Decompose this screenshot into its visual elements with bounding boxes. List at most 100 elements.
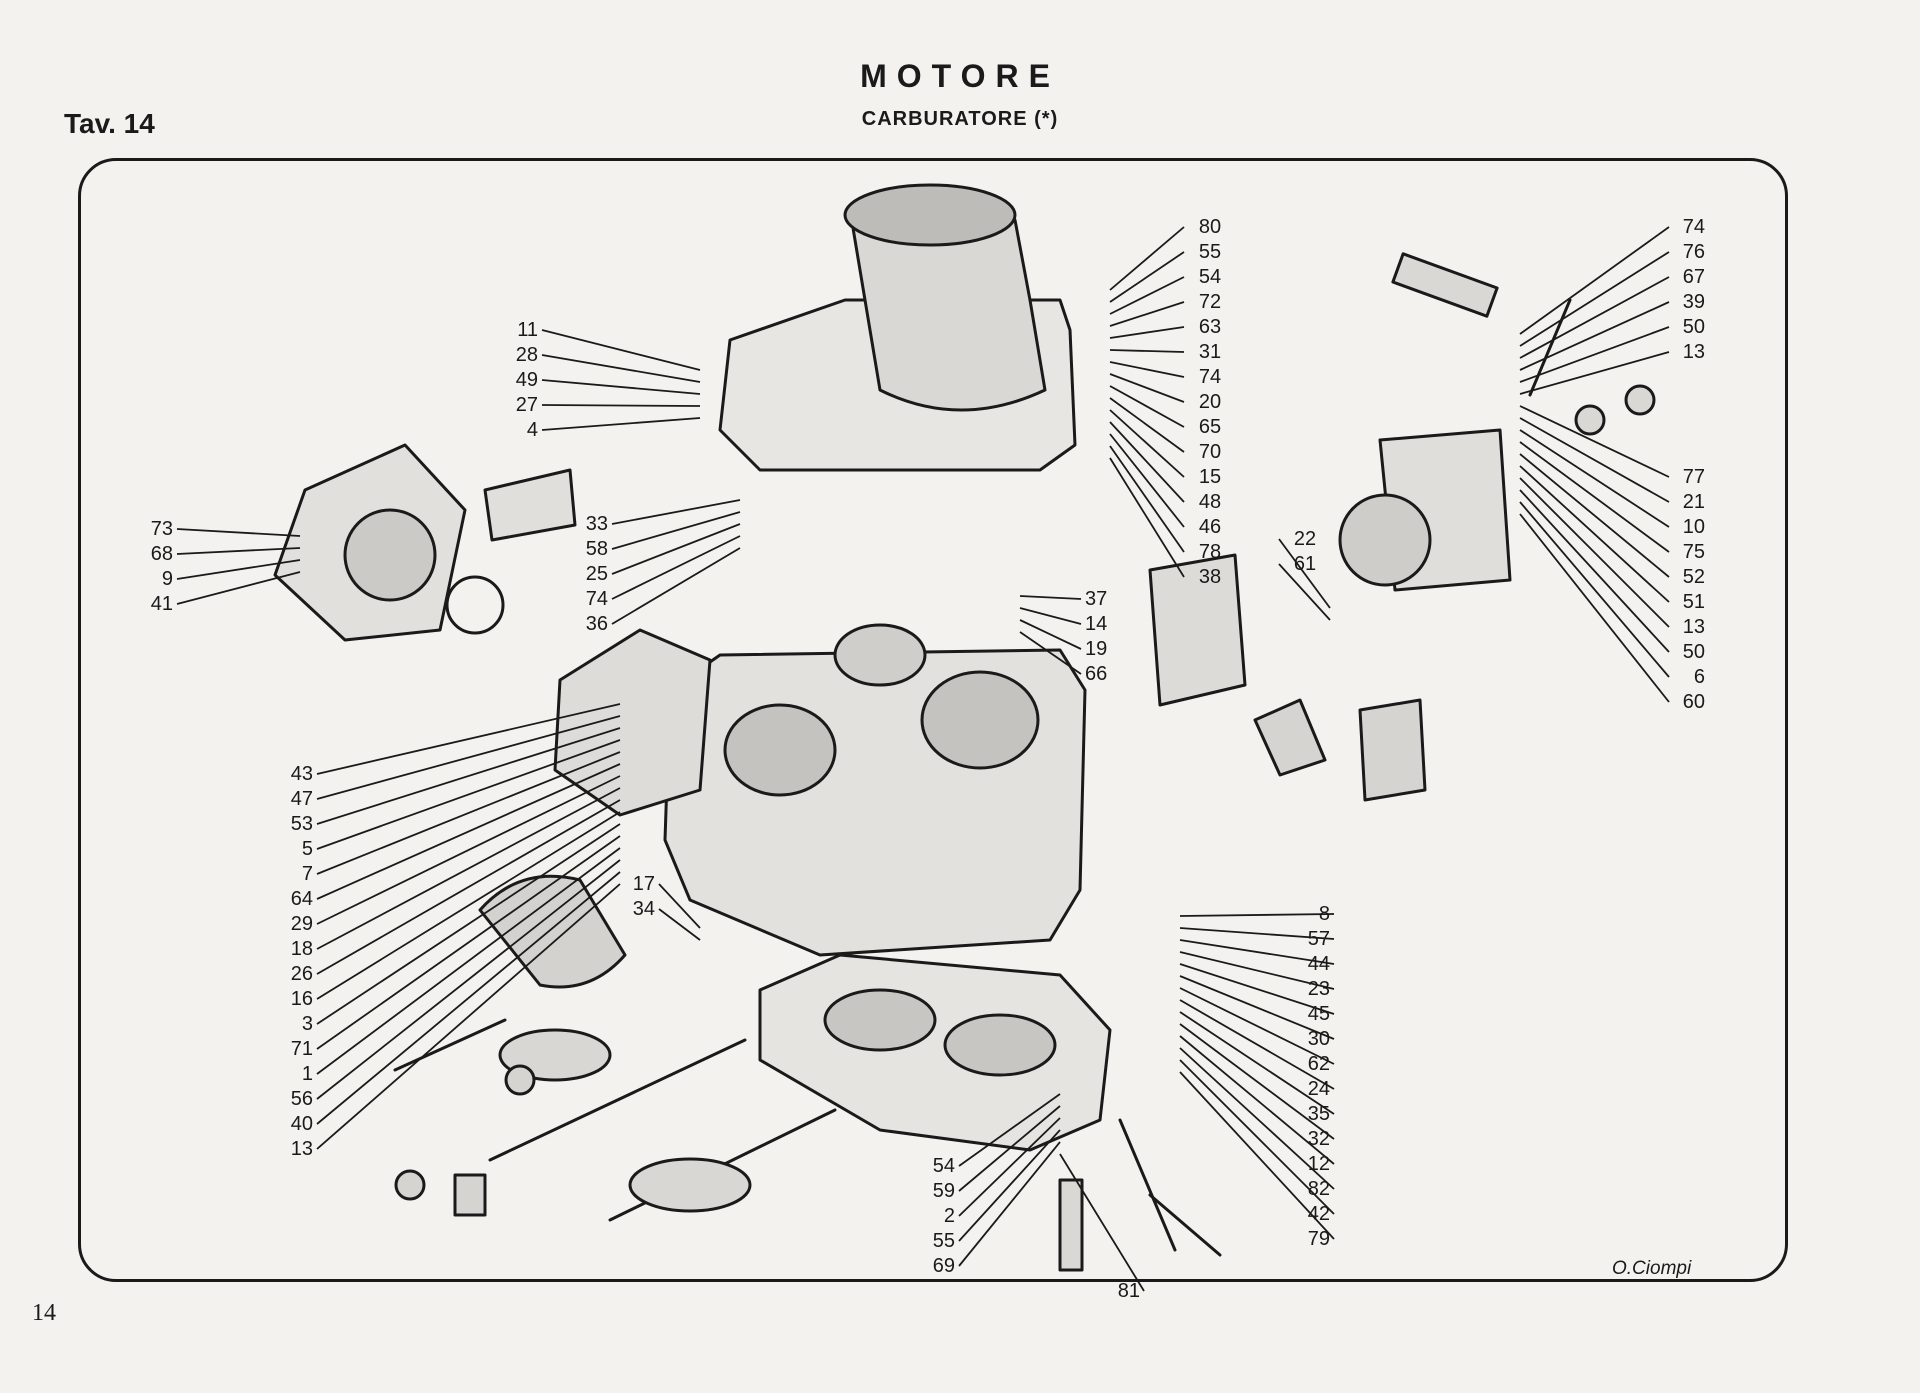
- page-number: 14: [32, 1300, 56, 1326]
- leader-line: [1109, 251, 1185, 303]
- leader-line: [658, 883, 701, 929]
- callout-label: 79: [1308, 1228, 1330, 1250]
- leader-line: [1109, 445, 1185, 553]
- leader-line: [176, 547, 301, 555]
- callout-label: 6: [1694, 666, 1705, 688]
- callout-label: 28: [516, 344, 538, 366]
- callout-label: 48: [1199, 491, 1221, 513]
- leader-line: [1109, 397, 1185, 453]
- throttle-lever: [1253, 698, 1327, 777]
- callout-label: 8: [1319, 903, 1330, 925]
- leader-line: [176, 559, 301, 580]
- callout-label: 15: [1199, 466, 1221, 488]
- leader-line: [1019, 595, 1082, 600]
- leader-line: [611, 535, 741, 600]
- bolt: [1058, 1178, 1084, 1272]
- leader-line: [1519, 429, 1670, 528]
- callout-label: 53: [291, 813, 313, 835]
- callout-label: 76: [1683, 241, 1705, 263]
- leader-line: [1109, 385, 1185, 428]
- callout-label: 11: [517, 319, 538, 341]
- leader-line: [316, 787, 621, 950]
- page-title: MOTORE: [860, 58, 1060, 94]
- callout-label: 22: [1294, 528, 1316, 550]
- callout-label: 74: [1199, 366, 1221, 388]
- callout-label: 73: [151, 518, 173, 540]
- pump-piston: [1338, 493, 1432, 587]
- leader-line: [1179, 927, 1335, 940]
- callout-label: 4: [527, 419, 538, 441]
- leader-line: [316, 835, 621, 1050]
- leader-line: [1109, 433, 1185, 528]
- leader-line: [1179, 963, 1335, 1015]
- leader-line: [1519, 477, 1670, 628]
- callout-label: 38: [1199, 566, 1221, 588]
- callout-label: 39: [1683, 291, 1705, 313]
- callout-label: 3: [302, 1013, 313, 1035]
- callout-label: 29: [291, 913, 313, 935]
- leader-line: [611, 511, 741, 550]
- callout-label: 5: [302, 838, 313, 860]
- idle-cover-plate: [1148, 553, 1247, 707]
- leader-line: [1179, 975, 1335, 1040]
- callout-label: 80: [1199, 216, 1221, 238]
- callout-label: 18: [291, 938, 313, 960]
- diagram-artwork: [273, 183, 1656, 1272]
- plate-number: Tav. 14: [64, 108, 155, 139]
- leader-line: [541, 329, 701, 371]
- leader-line: [1179, 939, 1335, 965]
- leader-line: [541, 417, 701, 431]
- callout-label: 10: [1683, 516, 1705, 538]
- leader-line: [1179, 1011, 1335, 1115]
- artist-signature: O.Ciompi: [1612, 1258, 1692, 1279]
- leader-line: [541, 379, 701, 395]
- callout-label: 27: [516, 394, 538, 416]
- leader-line: [1179, 1071, 1335, 1240]
- callout-label: 13: [291, 1138, 313, 1160]
- leader-line: [316, 823, 621, 1025]
- leader-line: [958, 1093, 1061, 1167]
- callout-label: 32: [1308, 1128, 1330, 1150]
- leader-line: [1109, 421, 1185, 503]
- leader-line: [316, 847, 621, 1075]
- throttle-shaft: [488, 1038, 747, 1162]
- leader-line: [1519, 276, 1670, 359]
- leader-line: [316, 763, 621, 900]
- callout-label: 20: [1199, 391, 1221, 413]
- callout-label: 24: [1308, 1078, 1330, 1100]
- leader-line: [1278, 563, 1331, 621]
- callout-label: 42: [1308, 1203, 1330, 1225]
- callout-label: 45: [1308, 1003, 1330, 1025]
- leader-line: [1179, 987, 1335, 1065]
- callout-label: 77: [1683, 466, 1705, 488]
- leader-line: [1278, 538, 1331, 609]
- callout-label: 16: [291, 988, 313, 1010]
- callout-label: 56: [291, 1088, 313, 1110]
- callout-label: 2: [944, 1205, 955, 1227]
- callout-label: 14: [1085, 613, 1107, 635]
- leader-line: [1109, 226, 1185, 291]
- callout-label: 74: [1683, 216, 1705, 238]
- callout-label: 30: [1308, 1028, 1330, 1050]
- callout-label: 82: [1308, 1178, 1330, 1200]
- callout-label: 50: [1683, 316, 1705, 338]
- callout-label: 26: [291, 963, 313, 985]
- callout-label: 63: [1199, 316, 1221, 338]
- air-intake-opening: [843, 183, 1017, 247]
- callout-label: 69: [933, 1255, 955, 1277]
- callout-label: 34: [633, 898, 655, 920]
- leader-line: [1519, 417, 1670, 503]
- callout-label: 72: [1199, 291, 1221, 313]
- leader-line: [316, 703, 621, 775]
- leader-line: [1109, 361, 1185, 378]
- leader-line: [1519, 453, 1670, 578]
- diagram-frame: [78, 158, 1788, 1282]
- callout-label: 7: [302, 863, 313, 885]
- leader-line: [611, 547, 741, 625]
- callout-label: 37: [1085, 588, 1107, 610]
- leader-line: [316, 715, 621, 800]
- callout-label: 36: [586, 613, 608, 635]
- choke-barrel-left: [723, 703, 837, 797]
- leader-line: [316, 727, 621, 825]
- callout-label: 21: [1683, 491, 1705, 513]
